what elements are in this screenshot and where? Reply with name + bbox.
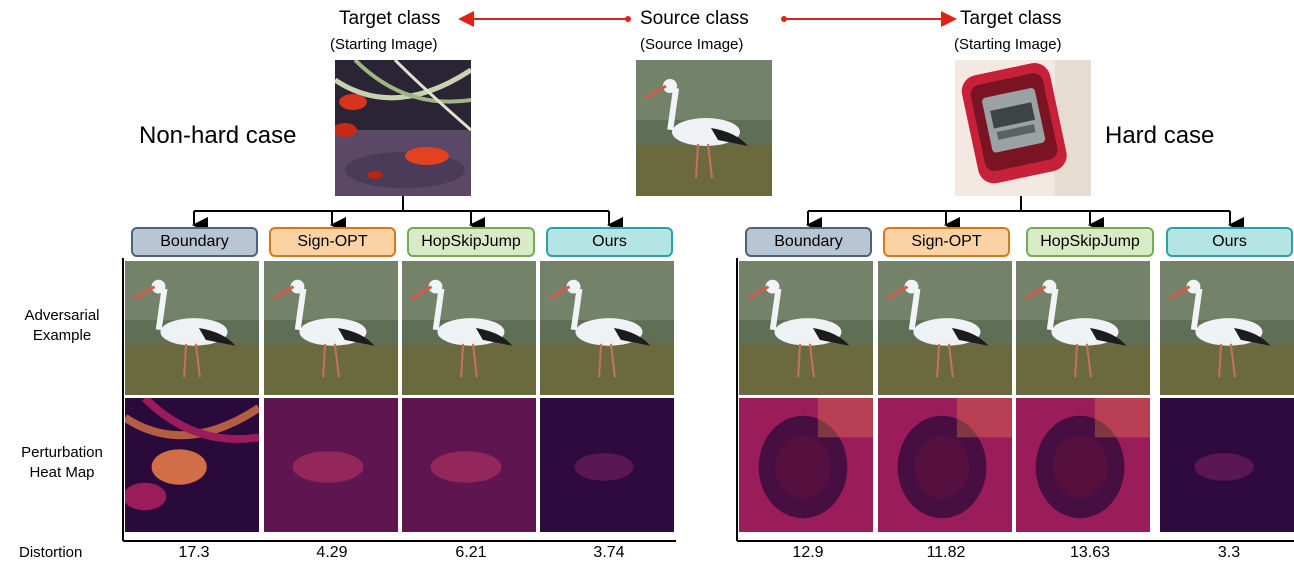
- perturbation-heatmap-image: [739, 398, 873, 532]
- adversarial-example-image: [1160, 261, 1294, 395]
- source-title: Source class: [640, 8, 749, 29]
- method-hopskipjump-left: HopSkipJump: [407, 227, 535, 257]
- method-label: Boundary: [160, 233, 229, 250]
- adversarial-example-image: [878, 261, 1012, 395]
- method-boundary-left: Boundary: [131, 227, 258, 257]
- adversarial-example-image: [402, 261, 536, 395]
- adversarial-example-image: [540, 261, 674, 395]
- watch-image: [955, 60, 1091, 196]
- perturbation-heatmap-image: [1016, 398, 1150, 532]
- method-label: Ours: [1212, 233, 1247, 250]
- adversarial-example-image: [264, 261, 398, 395]
- perturbation-heatmap-image: [402, 398, 536, 532]
- right-target-title: Target class: [960, 8, 1062, 29]
- distortion-value-left-signopt: 4.29: [316, 544, 348, 561]
- method-ours-right: Ours: [1166, 227, 1293, 257]
- perturbation-heatmap-image: [125, 398, 259, 532]
- row-label-distortion: Distortion: [19, 544, 83, 561]
- left-target-title: Target class: [339, 8, 441, 29]
- method-boundary-right: Boundary: [745, 227, 872, 257]
- method-label: Sign-OPT: [911, 233, 982, 250]
- row-label-adversarial: Adversarial Example: [6, 306, 118, 346]
- distortion-value-right-boundary: 12.9: [792, 544, 824, 561]
- row-label-line: Example: [32, 327, 92, 344]
- method-signopt-right: Sign-OPT: [883, 227, 1010, 257]
- method-label: Ours: [592, 233, 627, 250]
- adversarial-example-image: [1016, 261, 1150, 395]
- distortion-value-left-ours: 3.74: [593, 544, 625, 561]
- method-label: HopSkipJump: [1040, 233, 1140, 250]
- hard-case-label: Hard case: [1105, 122, 1215, 149]
- left-target-subtitle: (Starting Image): [330, 36, 438, 53]
- method-label: HopSkipJump: [421, 233, 521, 250]
- non-hard-case-label: Non-hard case: [139, 122, 297, 149]
- goldfish-image: [335, 60, 471, 196]
- row-label-line: Perturbation: [21, 444, 103, 461]
- distortion-value-right-signopt: 11.82: [926, 544, 966, 561]
- method-label: Boundary: [774, 233, 843, 250]
- method-signopt-left: Sign-OPT: [269, 227, 396, 257]
- method-hopskipjump-right: HopSkipJump: [1026, 227, 1154, 257]
- adversarial-example-image: [739, 261, 873, 395]
- adversarial-example-image: [125, 261, 259, 395]
- perturbation-heatmap-image: [540, 398, 674, 532]
- stork-source-image: [636, 60, 772, 196]
- method-label: Sign-OPT: [297, 233, 368, 250]
- row-label-line: Adversarial: [24, 307, 100, 324]
- distortion-value-right-hopskipjump: 13.63: [1069, 544, 1111, 561]
- distortion-value-left-hopskipjump: 6.21: [455, 544, 487, 561]
- distortion-value-left-boundary: 17.3: [178, 544, 210, 561]
- right-target-subtitle: (Starting Image): [954, 36, 1062, 53]
- perturbation-heatmap-image: [264, 398, 398, 532]
- distortion-value-right-ours: 3.3: [1217, 544, 1241, 561]
- perturbation-heatmap-image: [878, 398, 1012, 532]
- source-subtitle: (Source Image): [640, 36, 744, 53]
- perturbation-heatmap-image: [1160, 398, 1294, 532]
- method-ours-left: Ours: [546, 227, 673, 257]
- row-label-heatmap: Perturbation Heat Map: [2, 443, 122, 483]
- row-label-line: Heat Map: [29, 464, 95, 481]
